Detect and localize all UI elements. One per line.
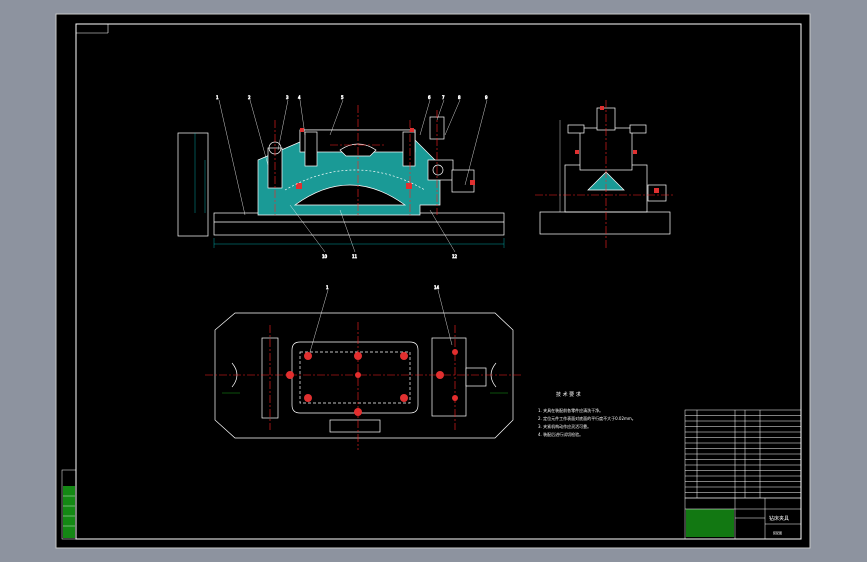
tech-req-line-4: 4. 装配后进行试切检验。 — [538, 431, 583, 437]
plan-hidden-outline — [299, 351, 411, 404]
parts-list-table[interactable] — [684, 409, 802, 499]
right-post — [402, 131, 416, 167]
mid-post — [304, 131, 318, 167]
balloon-5: 5 — [341, 95, 344, 100]
balloon-6: 6 — [428, 95, 431, 100]
side-center-lines — [535, 100, 675, 248]
front-red-fasteners — [296, 128, 475, 189]
side-left-thread — [567, 124, 585, 134]
balloon-4: 4 — [298, 95, 301, 100]
right-clamp-block — [427, 159, 454, 181]
right-clamp-pivot — [432, 164, 444, 176]
balloon-12: 12 — [452, 254, 458, 259]
balloon-8: 8 — [458, 95, 461, 100]
balloon-10: 10 — [322, 254, 328, 259]
front-center-lines — [274, 105, 438, 215]
tech-req-line-3: 3. 夹紧机构动作应灵活可靠。 — [538, 423, 591, 429]
plan-balloon-14: 14 — [434, 285, 440, 290]
parts-list-rows — [685, 415, 801, 493]
title-block-signatures — [686, 509, 734, 537]
workpiece-arc — [293, 184, 407, 206]
balloon-9: 9 — [485, 95, 488, 100]
balloon-7: 7 — [442, 95, 445, 100]
balloon-2: 2 — [248, 95, 251, 100]
front-dimensions — [194, 133, 505, 248]
front-balloon-labels: 1 2 3 4 5 6 7 8 9 10 11 12 — [216, 95, 489, 260]
title-drawing-sub: 装配图 — [773, 530, 782, 535]
workpiece-hidden-arc — [284, 169, 426, 191]
front-view[interactable]: 1 2 3 4 5 6 7 8 9 10 11 12 — [177, 95, 505, 260]
side-right-thread — [629, 124, 647, 134]
plan-view[interactable]: 1 14 — [205, 285, 522, 450]
plan-base-outline — [214, 312, 514, 439]
plan-bottom-handle — [329, 419, 381, 433]
left-margin-strip — [61, 469, 77, 540]
balloon-11: 11 — [352, 254, 358, 259]
plan-leader-lines — [309, 289, 453, 353]
tech-requirements-title: 技 术 要 求 — [556, 391, 581, 398]
title-drawing-name: 钻床夹具 — [769, 515, 789, 522]
plan-workpiece-frame — [291, 341, 419, 414]
back-plate — [177, 132, 209, 237]
drawing-sheet — [55, 13, 811, 549]
tech-req-line-1: 1. 夹具在装配前各零件应清洗干净。 — [538, 407, 603, 413]
balloon-3: 3 — [286, 95, 289, 100]
side-view[interactable] — [535, 100, 675, 248]
title-block[interactable]: 钻床夹具 装配图 — [684, 497, 802, 540]
drawing-frame — [75, 23, 802, 540]
plan-balloon-1: 1 — [326, 285, 329, 290]
tech-req-line-2: 2. 定位元件工作表面对底面的平行度不大于0.02mm。 — [538, 415, 636, 421]
tech-requirements-block: 技 术 要 求 1. 夹具在装配前各零件应清洗干净。 2. 定位元件工作表面对底… — [538, 391, 636, 437]
balloon-1: 1 — [216, 95, 219, 100]
plan-right-screw — [465, 367, 487, 387]
plan-center-lines — [205, 322, 522, 450]
title-block-frame — [684, 497, 802, 540]
side-red-fasteners — [575, 106, 659, 193]
